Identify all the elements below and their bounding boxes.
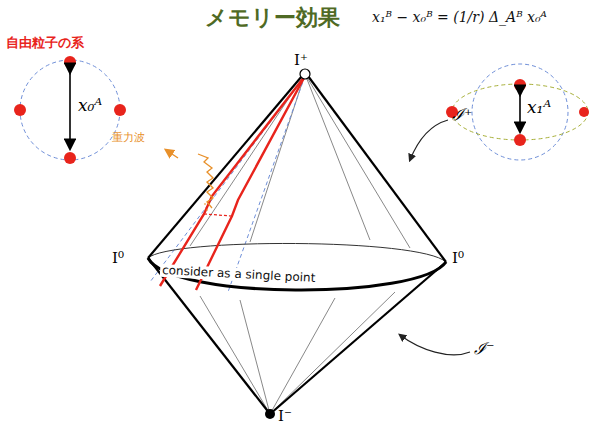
point-label: I⁰ (452, 250, 464, 267)
formula: x₁ᴮ − x₀ᴮ = (1/r) Δ_Aᴮ x₀ᴬ (372, 10, 547, 25)
title: メモリー効果 (205, 6, 340, 30)
system-label: 自由粒子の系 (6, 36, 84, 50)
vector-label: x₀ᴬ (78, 96, 102, 115)
wave-label: 重力波 (112, 132, 145, 144)
point-label: I⁰ (112, 250, 124, 267)
scri-label: ℐ⁺ (452, 106, 472, 124)
scri-label: ℐ⁻ (474, 340, 494, 358)
vector-label: x₁ᴬ (527, 98, 551, 117)
point-label: I⁻ (278, 408, 292, 425)
annotation: consider as a single point (160, 264, 318, 285)
point-label: I⁺ (294, 52, 308, 69)
